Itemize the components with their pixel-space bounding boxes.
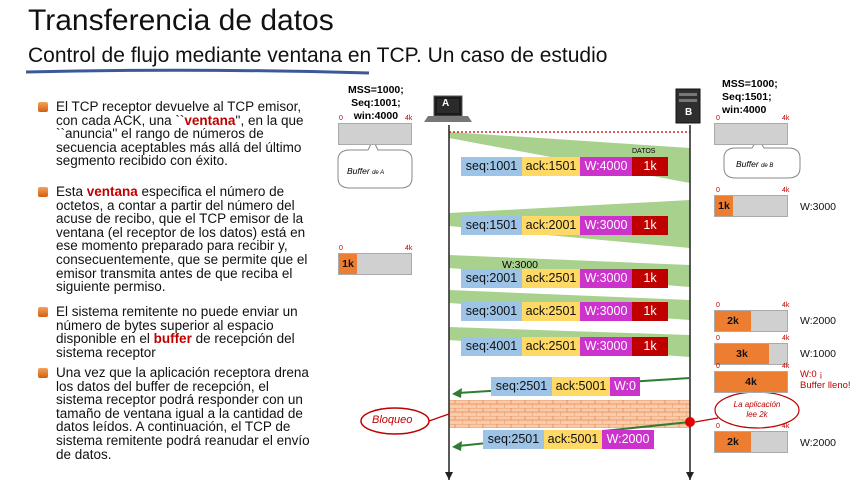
data-field: 1k <box>632 157 668 176</box>
window-annotation: W:3000 <box>502 259 538 271</box>
app-read-label: La aplicación lee 2k <box>733 400 781 419</box>
arrow-head-icon <box>452 388 462 398</box>
data-field: 1k <box>632 337 668 356</box>
ack-field: ack:5001 <box>552 377 610 396</box>
ack-field: ack:2501 <box>522 269 580 288</box>
app-read-dot <box>685 417 695 427</box>
buffer-a-caption: Buffer de A <box>347 166 385 176</box>
host-b-label: B <box>685 107 693 118</box>
buffer-a-filled: 1k <box>338 253 412 275</box>
buffer-b-caption: Buffer de B <box>736 159 774 169</box>
window-field: W:4000 <box>580 157 632 176</box>
window-value: W:1000 <box>800 348 836 360</box>
seq-field: seq:3001 <box>461 302 522 321</box>
host-b-params: MSS=1000; Seq:1501; win:4000 <box>722 78 778 116</box>
ack-field: ack:5001 <box>544 430 602 449</box>
window-field: W:3000 <box>580 302 632 321</box>
bullet-marker-icon <box>38 307 48 317</box>
laptop-icon <box>424 95 472 122</box>
page-title: Transferencia de datos <box>28 4 334 37</box>
buffer-fill: 1k <box>715 196 733 216</box>
ack-field: ack:2001 <box>522 216 580 235</box>
ack-field: ack:2501 <box>522 302 580 321</box>
buffer-a-callout <box>337 138 413 189</box>
bullet-2: Esta ventana especifica el número de oct… <box>38 185 310 294</box>
window-field: W:2000 <box>602 430 654 449</box>
buffer-fill: 4k <box>715 372 787 392</box>
window-value: W:0 ¡ Buffer lleno! <box>800 369 851 391</box>
host-a-label: A <box>442 98 450 109</box>
data-field: 1k <box>632 269 668 288</box>
buffer-b-empty <box>714 123 788 145</box>
bullet-marker-icon <box>38 102 48 112</box>
bullet-4: Una vez que la aplicación receptora dren… <box>38 366 310 461</box>
bullet-marker-icon <box>38 187 48 197</box>
bullet-marker-icon <box>38 368 48 378</box>
seq-field: seq:4001 <box>461 337 522 356</box>
data-field: 1k <box>632 216 668 235</box>
seq-field: seq:1001 <box>461 157 522 176</box>
window-field: W:3000 <box>580 269 632 288</box>
window-value: W:2000 <box>800 315 836 327</box>
window-value: W:2000 <box>800 437 836 449</box>
buffer-b-callout <box>723 137 801 179</box>
buffer-fill: 1k <box>339 254 357 274</box>
seq-field: seq:2001 <box>461 269 522 288</box>
bloqueo-label: Bloqueo <box>372 414 413 426</box>
bullet-3: El sistema remitente no puede enviar un … <box>38 305 310 359</box>
bullet-1: El TCP receptor devuelve al TCP emisor, … <box>38 100 310 168</box>
page-subtitle: Control de flujo mediante ventana en TCP… <box>28 44 608 67</box>
seq-field: seq:2501 <box>483 430 544 449</box>
host-a-params: MSS=1000; Seq:1001; win:4000 <box>348 84 404 122</box>
server-icon <box>675 88 701 124</box>
ack-field: ack:1501 <box>522 157 580 176</box>
buffer-fill: 2k <box>715 311 751 331</box>
data-field: 1k <box>632 302 668 321</box>
buffer-fill: 2k <box>715 432 751 452</box>
seq-field: seq:1501 <box>461 216 522 235</box>
window-field: W:0 <box>610 377 640 396</box>
window-field: W:3000 <box>580 337 632 356</box>
datos-label: DATOS <box>632 148 656 155</box>
seq-field: seq:2501 <box>491 377 552 396</box>
window-field: W:3000 <box>580 216 632 235</box>
blocked-area <box>449 400 690 428</box>
arrow-head-icon <box>452 441 462 451</box>
ack-field: ack:2501 <box>522 337 580 356</box>
buffer-fill: 3k <box>715 344 769 364</box>
window-value: W:3000 <box>800 201 836 213</box>
title-underline <box>25 68 370 75</box>
buffer-a-empty <box>338 123 412 145</box>
